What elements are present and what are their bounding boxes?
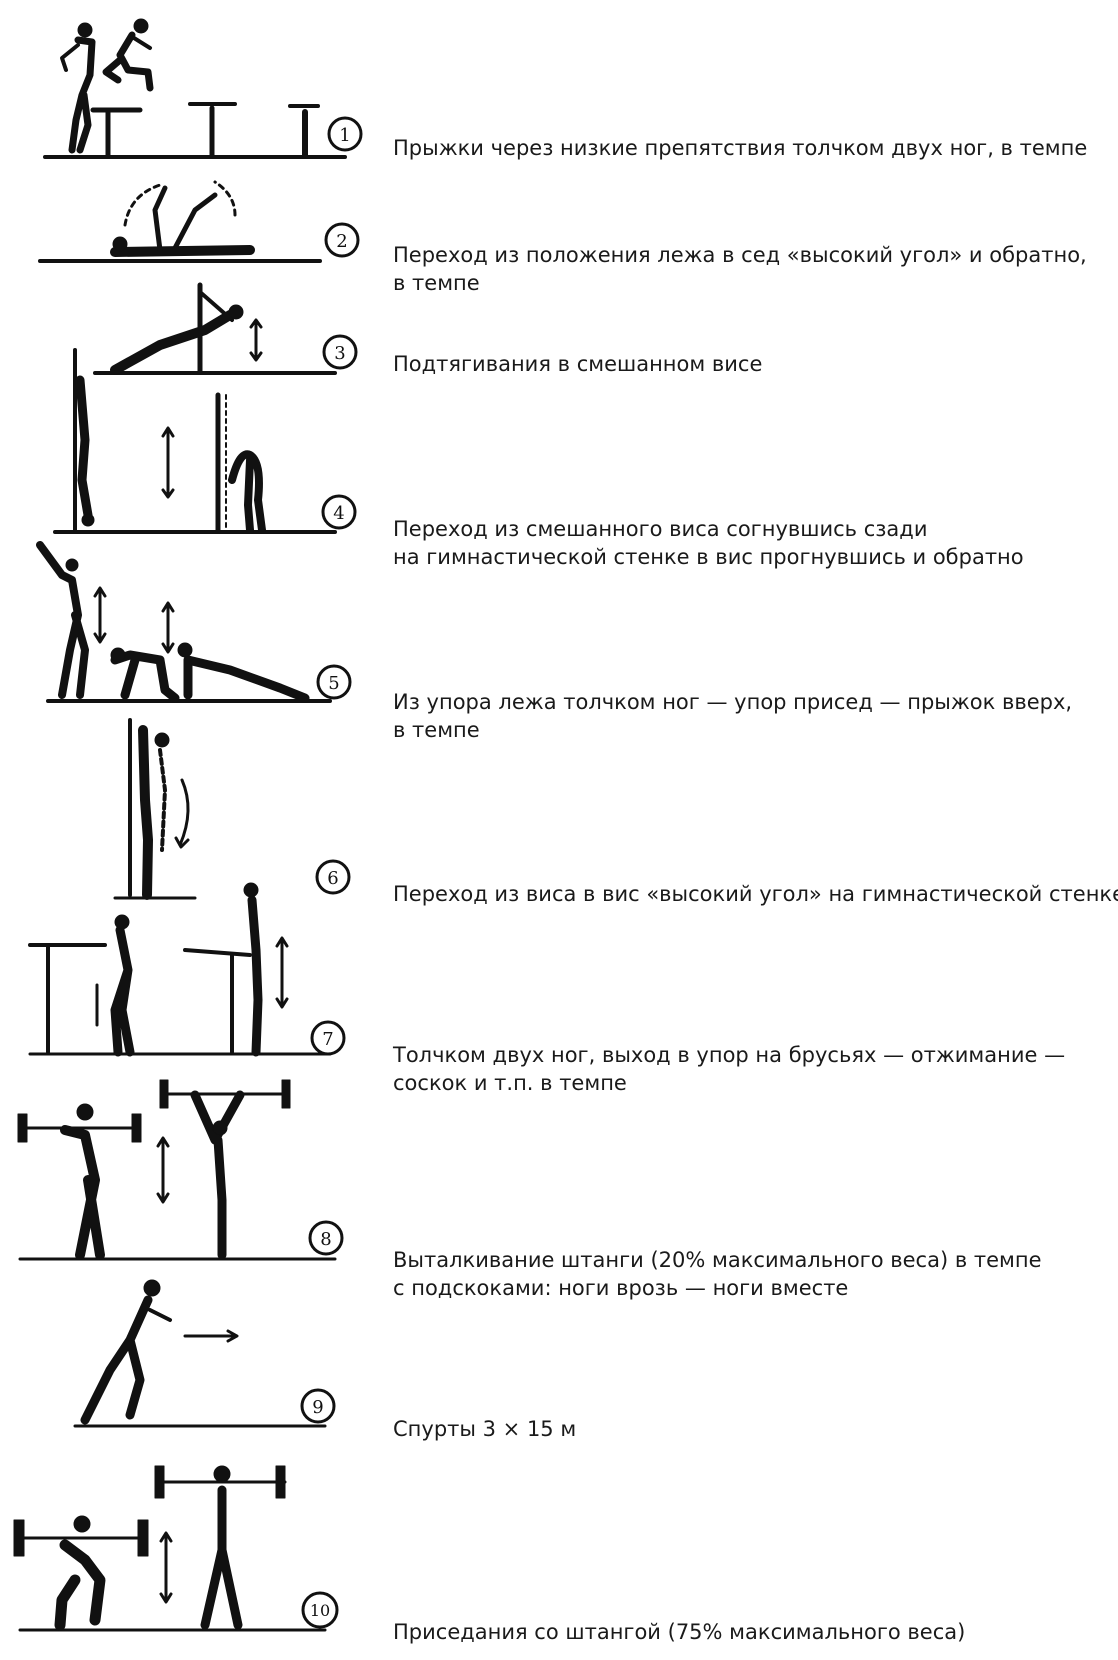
circle-num-4-text: 4	[333, 503, 344, 524]
circle-num-3	[322, 334, 358, 370]
figure-7-parallel-bars	[28, 882, 332, 1057]
caption-line: в темпе	[393, 271, 480, 295]
exercise-3-caption: Подтягивания в смешанном висе	[393, 350, 762, 378]
circle-num-3-text: 3	[334, 343, 345, 364]
exercise-9-caption: Спурты 3 × 15 м	[393, 1415, 576, 1443]
circle-num-1	[327, 116, 363, 152]
figure-5-burpees	[36, 541, 332, 703]
figure-8-barbell-push	[17, 1079, 337, 1261]
exercise-6-caption: Переход из виса в вис «высокий угол» на …	[393, 880, 1118, 908]
caption-line: Переход из смешанного виса согнувшись сз…	[393, 517, 928, 541]
exercise-10-caption: Приседания со штангой (75% максимального…	[393, 1618, 965, 1646]
circle-num-10	[301, 1591, 339, 1629]
circle-num-10-text: 10	[310, 1601, 330, 1620]
caption-line: Толчком двух ног, выход в упор на брусья…	[393, 1043, 1066, 1067]
caption-line: Из упора лежа толчком ног — упор присед …	[393, 690, 1073, 714]
figure-9-sprint	[73, 1279, 327, 1428]
figure-2-high-angle-sit	[38, 180, 322, 263]
circle-num-2-text: 2	[336, 231, 347, 252]
caption-line: Подтягивания в смешанном висе	[393, 352, 763, 376]
exercise-1-caption: Прыжки через низкие препятствия толчком …	[393, 134, 1087, 162]
caption-line: Спурты 3 × 15 м	[393, 1417, 577, 1441]
caption-line: на гимнастической стенке в вис прогнувши…	[393, 545, 1024, 569]
figure-6-high-angle-hang	[113, 718, 197, 900]
caption-line: Переход из положения лежа в сед «высокий…	[393, 243, 1087, 267]
figure-4-wall-bars	[53, 348, 337, 534]
circle-num-8-text: 8	[320, 1229, 331, 1250]
circle-num-5-text: 5	[328, 673, 339, 694]
figure-3-pullups	[93, 282, 337, 375]
circle-num-4	[321, 494, 357, 530]
circle-num-8	[308, 1220, 344, 1256]
circle-num-2	[324, 222, 360, 258]
caption-line: Переход из виса в вис «высокий угол» на …	[393, 882, 1118, 906]
circle-num-7	[310, 1020, 346, 1056]
figure-10-barbell-squat	[13, 1465, 327, 1632]
circle-num-7-text: 7	[322, 1029, 333, 1050]
exercise-7-caption: Толчком двух ног, выход в упор на брусья…	[393, 1041, 1065, 1097]
circle-num-9-text: 9	[312, 1397, 323, 1418]
exercise-5-caption: Из упора лежа толчком ног — упор присед …	[393, 688, 1072, 744]
caption-line: в темпе	[393, 718, 480, 742]
circle-num-1-text: 1	[339, 125, 350, 146]
circle-num-9	[300, 1388, 336, 1424]
caption-line: Выталкивание штанги (20% максимального в…	[393, 1248, 1042, 1272]
exercise-2-caption: Переход из положения лежа в сед «высокий…	[393, 241, 1087, 297]
caption-line: Приседания со штангой (75% максимального…	[393, 1620, 966, 1644]
caption-line: соскок и т.п. в темпе	[393, 1071, 627, 1095]
caption-line: Прыжки через низкие препятствия толчком …	[393, 136, 1088, 160]
circle-num-6-text: 6	[327, 868, 338, 889]
exercise-8-caption: Выталкивание штанги (20% максимального в…	[393, 1246, 1042, 1302]
caption-line: с подскоками: ноги врозь — ноги вместе	[393, 1276, 849, 1300]
circle-num-6	[315, 859, 351, 895]
circle-num-5	[316, 664, 352, 700]
figure-1-hurdle-jumps	[43, 18, 347, 159]
exercise-4-caption: Переход из смешанного виса согнувшись сз…	[393, 515, 1024, 571]
